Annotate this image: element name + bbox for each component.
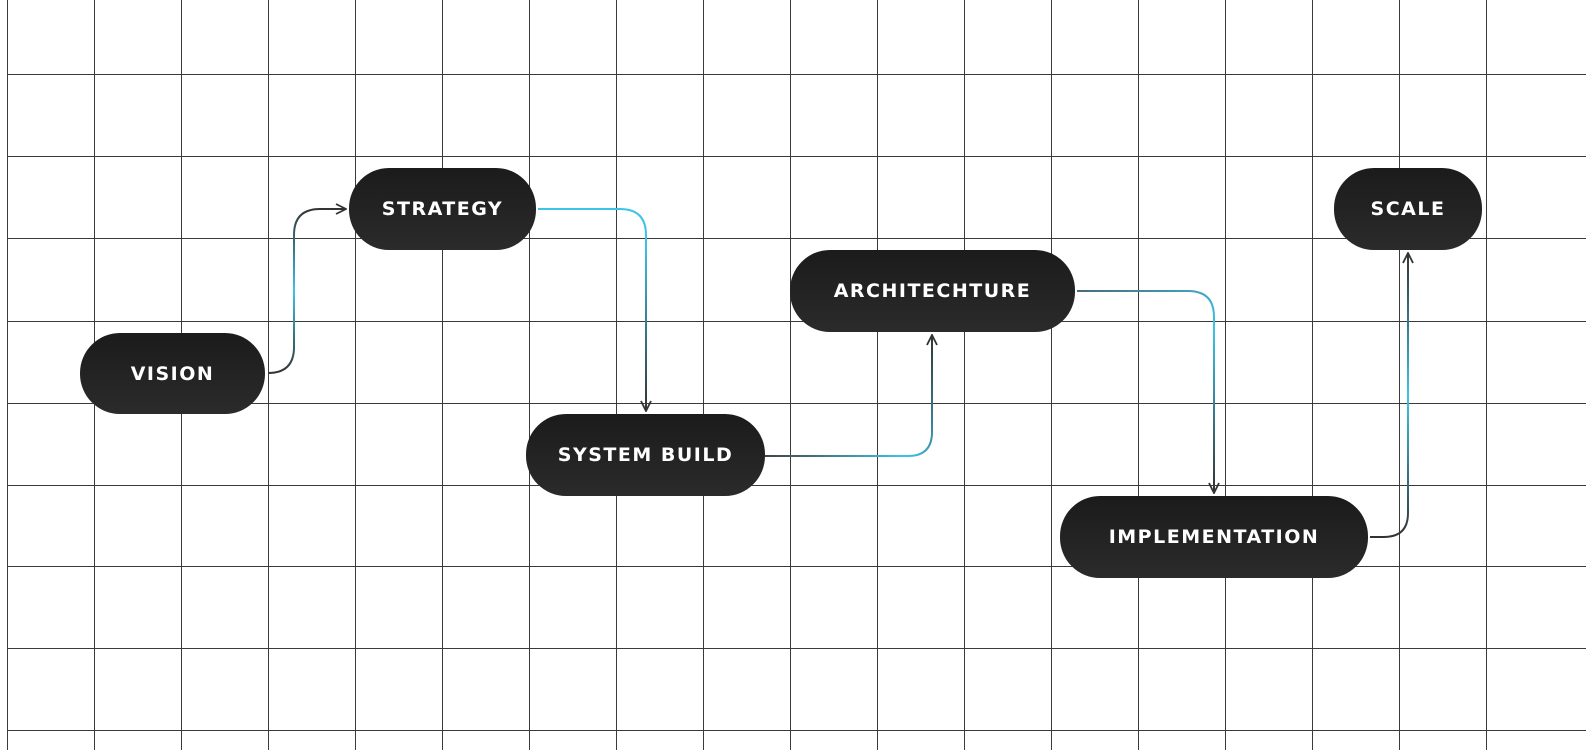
connector-system-build-to-architecture xyxy=(765,335,932,457)
node-vision-label: VISION xyxy=(130,362,215,385)
node-strategy[interactable]: STRATEGY xyxy=(349,168,536,250)
connector-architecture-to-implementation xyxy=(1077,290,1214,493)
connector-vision-to-strategy xyxy=(267,209,346,374)
node-system-build-label: SYSTEM BUILD xyxy=(557,444,734,466)
node-system-build[interactable]: SYSTEM BUILD xyxy=(526,414,765,496)
connector-implementation-to-scale xyxy=(1370,253,1408,538)
node-implementation[interactable]: IMPLEMENTATION xyxy=(1060,496,1368,578)
node-scale-label: SCALE xyxy=(1370,198,1446,220)
node-vision[interactable]: VISION xyxy=(80,333,265,414)
node-architecture[interactable]: ARCHITECHTURE xyxy=(790,250,1075,332)
node-strategy-label: STRATEGY xyxy=(381,198,504,220)
node-scale[interactable]: SCALE xyxy=(1334,168,1482,250)
node-architecture-label: ARCHITECHTURE xyxy=(833,280,1032,302)
node-implementation-label: IMPLEMENTATION xyxy=(1108,526,1320,548)
connector-strategy-to-system-build xyxy=(538,208,646,411)
